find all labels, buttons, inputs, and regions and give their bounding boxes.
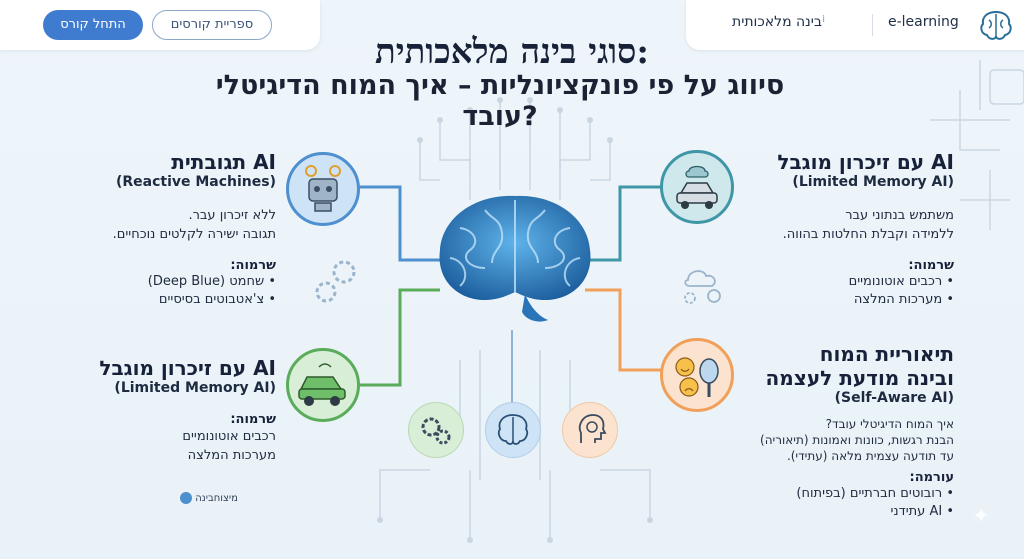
- head-smile-circle-icon: [562, 402, 618, 458]
- theory-desc-line-3: עד תודעה עצמית מלאה (עתידי).: [786, 449, 954, 463]
- footer-logo: מיצוחבינה: [180, 492, 238, 504]
- theory-title-line-1: תיאוריית המוח: [819, 342, 954, 366]
- theory-desc-line-2: הבנת רגשות, כוונות ואמונות (תיאוריה): [760, 433, 954, 447]
- central-brain-icon: [439, 195, 591, 322]
- limited-right-title: AI עם זיכרון מוגבל: [777, 150, 954, 174]
- head-profile-icon: [578, 414, 607, 443]
- theory-of-mind-faces-icon: [660, 338, 734, 412]
- list-item: • מערכות המלצה: [853, 292, 954, 307]
- gear-icon: [421, 417, 451, 445]
- reactive-description: ללא זיכרון עבר. תגובה ישירה לקלטים נוכחי…: [30, 206, 276, 244]
- limited-right-subtitle: (Limited Memory AI): [792, 174, 954, 190]
- reactive-subtitle: (Reactive Machines): [115, 174, 276, 190]
- brain-icon: [497, 414, 529, 445]
- reactive-section: AI תגובתית (Reactive Machines): [60, 150, 276, 190]
- theory-examples-label: עורמה:: [909, 470, 954, 485]
- theory-description: איך המוח הדיגיטלי עובד? הבנת רגשות, כוונ…: [722, 416, 954, 464]
- list-item: • צ'אטבוטים בסיסיים: [158, 292, 276, 307]
- emotions-mirror-icon: [675, 357, 719, 397]
- theory-section: תיאוריית המוח ובינה מודעת לעצמה (Self-Aw…: [740, 342, 954, 406]
- reactive-desc-line-2: תגובה ישירה לקלטים נוכחיים.: [112, 227, 276, 242]
- limited-right-examples: שרמוה: • רכבים אוטונומיים • מערכות המלצה: [740, 258, 954, 309]
- limited-left-subtitle: (Limited Memory AI): [114, 380, 276, 396]
- limited-memory-car-icon: [286, 348, 360, 422]
- course-catalog-button[interactable]: ספריית קורסים: [152, 10, 272, 40]
- top-bar-right: e-learning בינה מלאכותית ⁞: [686, 0, 1024, 50]
- limited-right-description: משתמש בנתוני עבר ללמידה וקבלת החלטות בהו…: [740, 206, 954, 244]
- theory-examples: עורמה: • רובוטים חברתיים (בפיתוח) • AI ע…: [740, 470, 954, 521]
- limited-left-examples-label: שרמוה:: [230, 412, 276, 427]
- limited-left-title: AI עם זיכרון מוגבל: [99, 356, 276, 380]
- brain-logo-icon: [980, 10, 1012, 40]
- limited-right-desc-line-1: משתמש בנתוני עבר: [845, 208, 954, 223]
- autonomous-car-icon: [676, 165, 718, 209]
- limited-left-section: AI עם זיכרון מוגבל (Limited Memory AI): [60, 356, 276, 396]
- list-item: • רובוטים חברתיים (בפיתוח): [796, 486, 954, 501]
- nav-marker-icon: ⁞: [822, 14, 826, 25]
- reactive-examples-label: שרמוה:: [230, 258, 276, 273]
- nav-item-ai[interactable]: בינה מלאכותית: [732, 14, 823, 30]
- brand-name[interactable]: e-learning: [888, 14, 959, 30]
- start-course-button[interactable]: התחל קורס: [43, 10, 143, 40]
- list-item: מערכות המלצה: [187, 448, 276, 463]
- footer-logo-icon: [180, 492, 192, 504]
- page-subtitle: סיווג על פי פונקציונליות – איך המוח הדיג…: [215, 70, 785, 132]
- limited-left-examples: שרמוה: רכבים אוטונומיים מערכות המלצה: [60, 412, 276, 465]
- reactive-examples: שרמוה: • שחמט (Deep Blue) • צ'אטבוטים בס…: [60, 258, 276, 309]
- car-icon: [298, 363, 346, 406]
- limited-right-desc-line-2: ללמידה וקבלת החלטות בהווה.: [782, 227, 954, 242]
- list-item: רכבים אוטונומיים: [182, 429, 276, 444]
- divider: [872, 14, 873, 36]
- sparkle-icon: ✦: [972, 504, 991, 529]
- limited-memory-cloud-car-icon: [660, 150, 734, 224]
- footer-logo-text: מיצוחבינה: [195, 493, 238, 504]
- top-bar-left: התחל קורס ספריית קורסים: [0, 0, 320, 50]
- reactive-ai-robot-icon: [286, 152, 360, 226]
- limited-right-examples-label: שרמוה:: [908, 258, 954, 273]
- page-title: סוגי בינה מלאכותית:: [375, 32, 649, 72]
- gears-circle-icon: [408, 402, 464, 458]
- theory-title-line-2: ובינה מודעת לעצמה: [765, 366, 954, 390]
- reactive-desc-line-1: ללא זיכרון עבר.: [188, 208, 276, 223]
- brain-circle-icon: [485, 402, 541, 458]
- reactive-title: AI תגובתית: [171, 150, 276, 174]
- limited-right-section: AI עם זיכרון מוגבל (Limited Memory AI): [740, 150, 954, 190]
- list-item: • AI עתידני: [890, 504, 954, 519]
- list-item: • רכבים אוטונומיים: [848, 274, 954, 289]
- gears-icon: [315, 260, 356, 303]
- theory-desc-line-1: איך המוח הדיגיטלי עובד?: [825, 417, 954, 431]
- list-item: • שחמט (Deep Blue): [147, 274, 276, 289]
- cloud-icon: [684, 270, 721, 304]
- theory-subtitle: (Self-Aware AI): [834, 390, 954, 406]
- robot-icon: [305, 165, 341, 212]
